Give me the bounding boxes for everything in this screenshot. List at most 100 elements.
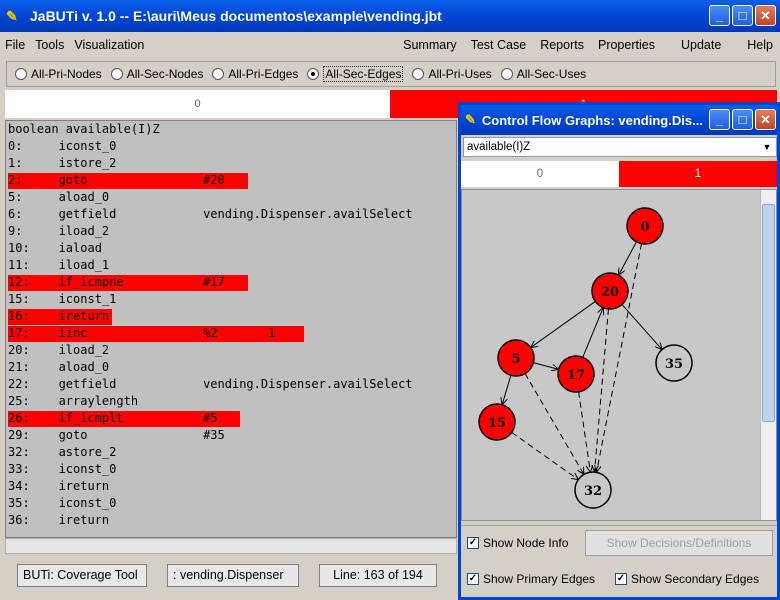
cfg-window[interactable]: ✎ Control Flow Graphs: vending.Dis... _ … [458,102,780,600]
radio-label: All-Pri-Nodes [31,67,102,81]
code-line[interactable]: 0: iconst_0 [6,138,456,155]
cfg-node-17[interactable]: 17 [557,355,595,393]
code-line[interactable]: 26: if_icmplt #5 [6,410,456,427]
code-line[interactable]: 9: iload_2 [6,223,456,240]
chevron-down-icon[interactable]: ▼ [762,142,772,152]
code-line[interactable]: 35: iconst_0 [6,495,456,512]
status-line-number: Line: 163 of 194 [319,563,437,587]
code-line[interactable]: boolean available(I)Z [6,121,456,138]
radio-all-pri-nodes[interactable]: All-Pri-Nodes [15,67,102,81]
radio-all-sec-nodes[interactable]: All-Sec-Nodes [110,67,203,81]
code-line[interactable]: 11: iload_1 [6,257,456,274]
radio-all-pri-edges[interactable]: All-Pri-Edges [212,67,298,81]
coverage-highlight [8,309,112,325]
radio-all-sec-edges[interactable]: All-Sec-Edges [307,66,404,82]
cfg-node-15[interactable]: 15 [478,403,516,441]
code-line-text: 5: aload_0 [8,190,110,204]
radio-all-pri-uses[interactable]: All-Pri-Uses [412,67,492,81]
close-button[interactable]: ✕ [755,5,776,26]
cfg-minimize-button[interactable]: _ [709,109,730,130]
code-line[interactable]: 32: astore_2 [6,444,456,461]
main-titlebar[interactable]: ✎ JaBUTi v. 1.0 -- E:\auri\Meus document… [0,0,780,32]
cfg-weight-segment-1[interactable]: 1 [619,161,777,187]
code-line[interactable]: 12: if_icmpne #17 [6,274,456,291]
code-line[interactable]: 17: iinc %2 1 [6,325,456,342]
checkbox-box: ✓ [615,573,627,585]
menubar-right: Summary Test Case Reports Properties Upd… [396,38,780,52]
show-node-info-checkbox[interactable]: ✓ Show Node Info [467,536,568,550]
code-line[interactable]: 10: iaload [6,240,456,257]
menu-properties[interactable]: Properties [597,38,655,52]
code-line[interactable]: 29: goto #35 [6,427,456,444]
code-line[interactable]: 36: ireturn [6,512,456,529]
weight-segment-0[interactable]: 0 [5,90,390,118]
cfg-node-label: 5 [511,352,520,367]
cfg-node-20[interactable]: 20 [591,272,629,310]
code-line[interactable]: 1: istore_2 [6,155,456,172]
code-line-text: 1: istore_2 [8,156,117,170]
secondary-edge [596,243,643,473]
radio-label: All-Sec-Edges [323,66,404,82]
cfg-close-button[interactable]: ✕ [755,109,776,130]
cfg-vertical-scrollbar[interactable] [760,190,776,520]
cfg-weight-segment-0[interactable]: 0 [461,161,619,187]
status-tool-text: BUTi: Coverage Tool [23,568,138,582]
menu-test-case[interactable]: Test Case [470,38,527,52]
menu-summary[interactable]: Summary [403,38,457,52]
code-line[interactable]: 22: getfield vending.Dispenser.availSele… [6,376,456,393]
coverage-highlight [8,173,248,189]
cfg-scroll-thumb[interactable] [762,204,775,422]
radio-all-sec-uses[interactable]: All-Sec-Uses [500,67,586,81]
horizontal-scrollbar[interactable] [5,538,457,554]
menu-file[interactable]: File [5,38,26,52]
cfg-maximize-button[interactable]: □ [732,109,753,130]
coverage-highlight [8,411,240,427]
cfg-node-32[interactable]: 32 [574,471,612,509]
method-select[interactable]: available(I)Z ▼ [463,137,777,157]
cfg-graph-svg: 0 20 5 17 35 15 32 [478,207,693,509]
show-decisions-button[interactable]: Show Decisions/Definitions [585,530,773,556]
code-line[interactable]: 33: iconst_0 [6,461,456,478]
menu-reports[interactable]: Reports [540,38,584,52]
code-line-text: 2: goto #20 [8,173,225,187]
code-line[interactable]: 34: ireturn [6,478,456,495]
code-line[interactable]: 25: arraylength [6,393,456,410]
menu-tools[interactable]: Tools [35,38,65,52]
show-primary-edges-checkbox[interactable]: ✓ Show Primary Edges [467,572,595,586]
button-label: Show Decisions/Definitions [606,536,752,550]
menu-visualization[interactable]: Visualization [74,38,145,52]
show-secondary-edges-checkbox[interactable]: ✓ Show Secondary Edges [615,572,759,586]
cfg-node-label: 20 [601,285,619,300]
cfg-node-35[interactable]: 35 [655,344,693,382]
code-line[interactable]: 6: getfield vending.Dispenser.availSelec… [6,206,456,223]
cfg-node-circle [497,339,535,377]
code-line[interactable]: 16: ireturn [6,308,456,325]
code-line-text: 11: iload_1 [8,258,110,272]
code-line-text: 29: goto #35 [8,428,225,442]
menu-update[interactable]: Update [680,38,722,52]
code-line[interactable]: 15: iconst_1 [6,291,456,308]
jabuti-icon: ✎ [465,112,476,127]
code-line-text: boolean available(I)Z [8,122,160,136]
menu-help[interactable]: Help [747,38,773,52]
cfg-titlebar[interactable]: ✎ Control Flow Graphs: vending.Dis... _ … [461,105,777,135]
cfg-graph-canvas[interactable]: 0 20 5 17 35 15 32 [461,189,777,521]
cfg-node-5[interactable]: 5 [497,339,535,377]
radio-circle [500,68,513,80]
code-line[interactable]: 20: iload_2 [6,342,456,359]
code-line[interactable]: 5: aload_0 [6,189,456,206]
cfg-node-circle [626,207,664,245]
primary-edge [621,304,662,349]
code-line[interactable]: 21: aload_0 [6,359,456,376]
code-line[interactable]: 2: goto #20 [6,172,456,189]
maximize-button[interactable]: □ [732,5,753,26]
code-line-text: 12: if_icmpne #17 [8,275,225,289]
status-class-text: : vending.Dispenser [173,568,284,582]
minimize-button[interactable]: _ [709,5,730,26]
code-line-text: 10: iaload [8,241,102,255]
cfg-node-0[interactable]: 0 [626,207,664,245]
checkbox-box: ✓ [467,573,479,585]
code-line-text: 25: arraylength [8,394,139,408]
weight-label: 0 [194,98,201,110]
